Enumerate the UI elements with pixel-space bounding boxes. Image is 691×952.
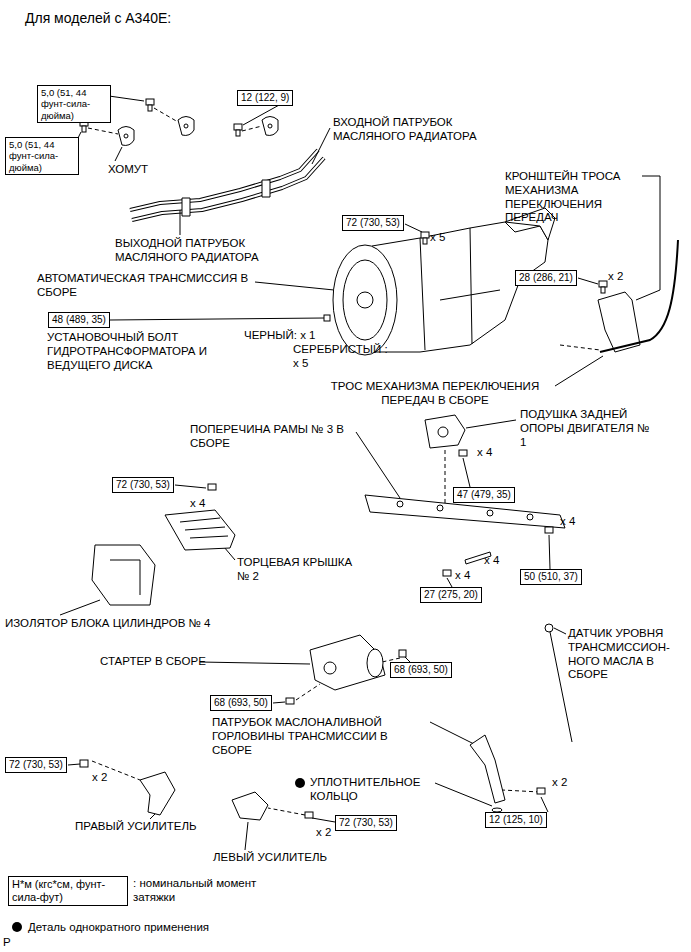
part-label: ПОПЕРЕЧИНА РАМЫ № 3 В СБОРЕ (190, 423, 365, 451)
torque-value: 27 (275, 20) (424, 589, 478, 600)
torque-box: 72 (730, 53) (342, 215, 404, 231)
covers (92, 484, 235, 605)
torque-box: 68 (693, 50) (390, 662, 452, 678)
part-label: ВЫХОДНОЙ ПАТРУБОК МАСЛЯНОГО РАДИАТОРА (115, 237, 285, 265)
torque-value: 47 (479, 35) (457, 489, 511, 500)
part-label: P (3, 936, 11, 950)
torque-box: 68 (693, 50) (210, 695, 272, 711)
torque-box: 72 (730, 53) (112, 477, 174, 493)
torque-value: 50 (510, 37) (524, 571, 578, 582)
oil-cooler-tubes (130, 150, 324, 220)
part-label: АВТОМАТИЧЕСКАЯ ТРАНСМИССИЯ В СБОРЕ (37, 272, 277, 300)
part-label: УСТАНОВОЧНЫЙ БОЛТ ГИДРОТРАНСФОРМАТОРА И … (47, 331, 242, 372)
quantity-label: x 2 (92, 771, 107, 785)
torque-box: Н*м (кгс*см, фунт-сила-фут) (8, 876, 128, 906)
part-label: ДАТЧИК УРОВНЯ ТРАНСМИССИОН- НОГО МАСЛА В… (568, 627, 682, 682)
mount-and-crossmember (365, 415, 565, 576)
quantity-label: x 4 (560, 515, 575, 529)
torque-value: 72 (730, 53) (339, 817, 393, 828)
leader-lines (60, 96, 660, 850)
torque-box: 47 (479, 35) (453, 487, 515, 503)
legend-text: : номинальный момент затяжки (133, 876, 258, 905)
torque-value: Н*м (кгс*см, фунт-сила-фут) (12, 878, 105, 903)
stiffeners (80, 760, 313, 820)
quantity-label: x 4 (477, 446, 492, 460)
shift-cable-and-bracket (598, 240, 678, 352)
part-label: УПЛОТНИТЕЛЬНОЕ КОЛЬЦО (310, 776, 435, 804)
part-label: ПАТРУБОК МАСЛОНАЛИВНОЙ ГОРЛОВИНЫ ТРАНСМИ… (212, 716, 427, 757)
torque-box: 28 (286, 21) (515, 270, 577, 286)
torque-box: 27 (275, 20) (420, 587, 482, 603)
torque-box: 48 (489, 35) (48, 312, 110, 328)
dipstick-and-filler (470, 624, 572, 812)
torque-value: 48 (489, 35) (52, 314, 106, 325)
legend-text: Деталь однократного применения (28, 920, 209, 934)
part-label: ТРОС МЕХАНИЗМА ПЕРЕКЛЮЧЕНИЯ ПЕРЕДАЧ В СБ… (310, 380, 560, 408)
quantity-label: x 4 (484, 554, 499, 568)
starter (286, 635, 406, 704)
torque-value: 12 (122, 9) (241, 92, 289, 103)
quantity-label: x 2 (316, 826, 331, 840)
torque-value: 5,0 (51, 44 фунт-сила-дюйма) (9, 139, 58, 173)
part-label: ИЗОЛЯТОР БЛОКА ЦИЛИНДРОВ № 4 (5, 617, 280, 631)
torque-box: 72 (730, 53) (5, 757, 67, 773)
torque-box: 50 (510, 37) (520, 569, 582, 585)
part-label: СТАРТЕР В СБОРЕ (100, 655, 206, 669)
part-label: ХОМУТ (108, 163, 148, 177)
torque-box: 72 (730, 53) (335, 815, 397, 831)
torque-box: 5,0 (51, 44 фунт-сила-дюйма) (37, 85, 111, 123)
quantity-label: x 2 (608, 270, 623, 284)
torque-value: 72 (730, 53) (9, 759, 63, 770)
torque-value: 72 (730, 53) (346, 217, 400, 228)
part-label: КРОНШТЕЙН ТРОСА МЕХАНИЗМА ПЕРЕКЛЮЧЕНИЯ П… (505, 170, 640, 225)
part-label: ПОДУШКА ЗАДНЕЙ ОПОРЫ ДВИГАТЕЛЯ № 1 (520, 408, 655, 449)
diagram-title: Для моделей с A340E: (25, 10, 171, 26)
part-label: ЛЕВЫЙ УСИЛИТЕЛЬ (213, 851, 327, 865)
quantity-label: x 2 (552, 776, 567, 790)
part-label: СЕРЕБРИСТЫЙ : x 5 (293, 343, 388, 371)
part-label: ВХОДНОЙ ПАТРУБОК МАСЛЯНОГО РАДИАТОРА (333, 116, 508, 144)
part-label: ТОРЦЕВАЯ КРЫШКА № 2 (237, 556, 357, 584)
torque-box: 12 (125, 10) (485, 812, 547, 828)
quantity-label: x 4 (455, 569, 470, 583)
torque-value: 72 (730, 53) (116, 479, 170, 490)
torque-value: 68 (693, 50) (394, 664, 448, 675)
torque-box: 5,0 (51, 44 фунт-сила-дюйма) (5, 137, 79, 175)
part-label: ПРАВЫЙ УСИЛИТЕЛЬ (75, 820, 197, 834)
torque-value: 5,0 (51, 44 фунт-сила-дюйма) (41, 87, 90, 121)
quantity-label: x 5 (430, 231, 445, 245)
torque-value: 68 (693, 50) (214, 697, 268, 708)
torque-box: 12 (122, 9) (237, 90, 293, 106)
part-label: ЧЕРНЫЙ: x 1 (244, 329, 316, 343)
torque-value: 12 (125, 10) (489, 814, 543, 825)
torque-value: 28 (286, 21) (519, 272, 573, 283)
quantity-label: x 4 (190, 497, 205, 511)
